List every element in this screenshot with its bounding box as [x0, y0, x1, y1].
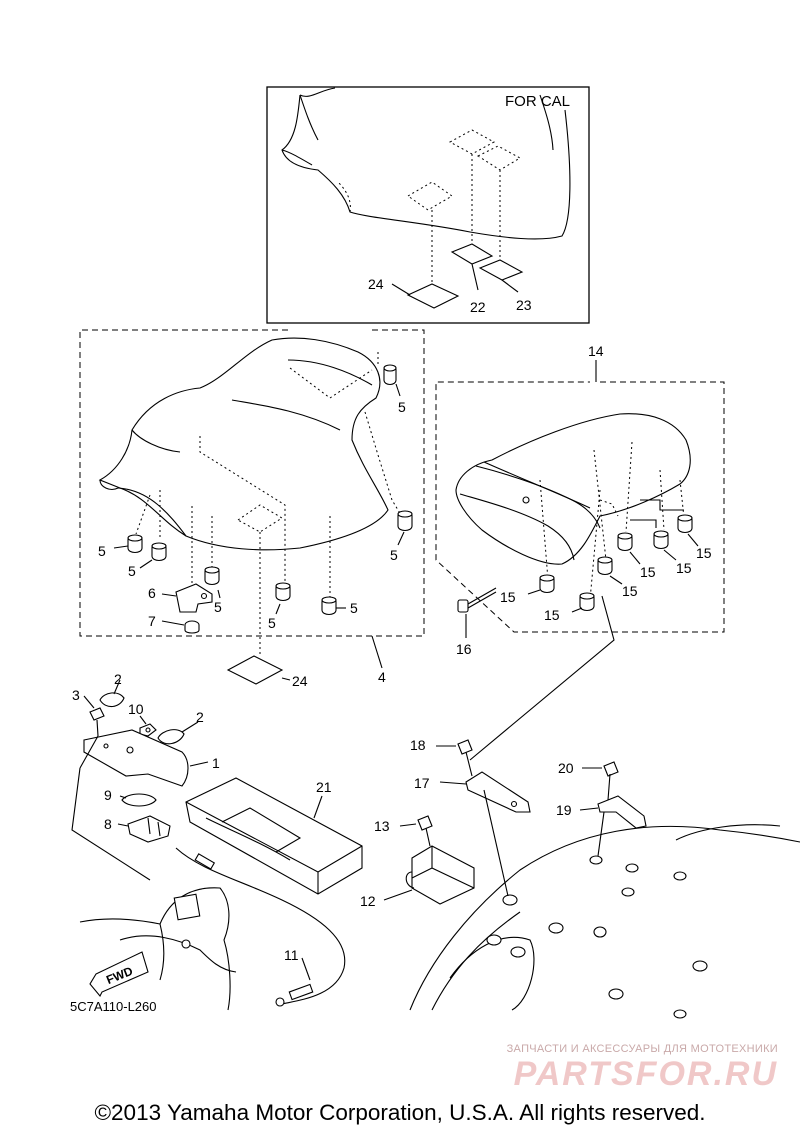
- bolt-20: [603, 761, 619, 801]
- callout-5-mid: 5: [214, 599, 222, 615]
- cable-end-11: [275, 983, 314, 1007]
- label-sticker-23: [478, 259, 524, 281]
- callout-2-left: 2: [114, 671, 122, 687]
- callout-15-d: 15: [622, 583, 638, 599]
- callout-5-bottom-right: 5: [350, 600, 358, 616]
- bracket-17: [465, 771, 531, 813]
- grommet-15-f: [579, 592, 595, 612]
- bracket-12: [405, 845, 475, 905]
- tool-bag-21: 21: [185, 777, 363, 895]
- watermark-tagline: ЗАПЧАСТИ И АКСЕССУАРЫ ДЛЯ МОТОТЕХНИКИ: [506, 1043, 778, 1055]
- grommet-5-bottom-right: [321, 596, 337, 616]
- callout-5-center: 5: [268, 615, 276, 631]
- frame-sketch-left: [79, 887, 237, 1011]
- callout-5-right: 5: [390, 547, 398, 563]
- plate-9: [121, 793, 157, 807]
- callout-24: 24: [292, 673, 308, 689]
- callout-2-right: 2: [196, 709, 204, 725]
- callout-1: 1: [212, 755, 220, 771]
- callout-3: 3: [72, 687, 80, 703]
- inset-title: FOR CAL: [505, 93, 570, 110]
- bracket-19: [597, 795, 647, 829]
- label-sticker-24: [226, 655, 284, 685]
- callout-22: 22: [470, 299, 486, 315]
- watermark: ЗАПЧАСТИ И АКСЕССУАРЫ ДЛЯ МОТОТЕХНИКИ PA…: [418, 1043, 778, 1093]
- callout-24-inset: 24: [368, 276, 384, 292]
- grommet-5-left-a: [127, 534, 143, 554]
- callout-18: 18: [410, 737, 426, 753]
- grommet-15-e: [539, 574, 555, 594]
- callout-15-e: 15: [500, 589, 516, 605]
- callout-4: 4: [378, 669, 386, 685]
- watermark-logo: PARTSFOR.RU: [513, 1055, 778, 1093]
- grommet-5-center: [275, 582, 291, 602]
- fwd-arrow: FWD: [89, 951, 149, 997]
- rear-fender: [409, 824, 800, 1019]
- bolt-3: [89, 707, 105, 737]
- leader-lock-to-frame: [71, 767, 151, 881]
- callout-16: 16: [456, 641, 472, 657]
- rider-seat-assembly: 4: [79, 329, 425, 689]
- callout-14: 14: [588, 343, 604, 359]
- grommet-15-a: [677, 514, 693, 534]
- washer-2-right: [157, 729, 185, 745]
- grommet-5-mid: [204, 566, 220, 586]
- nut-7: [184, 620, 200, 634]
- washer-2-left: [99, 692, 125, 708]
- callout-13: 13: [374, 818, 390, 834]
- passenger-seat-assembly: 14: [435, 343, 725, 657]
- callout-5-top-right: 5: [398, 399, 406, 415]
- nut-10: [139, 723, 157, 737]
- bracket-6: [175, 583, 213, 613]
- callout-15-b: 15: [676, 560, 692, 576]
- leader-passenger-seat: [469, 595, 615, 761]
- bolt-16: [457, 587, 497, 613]
- callout-8: 8: [104, 816, 112, 832]
- for-cal-inset: FOR CAL 24 22 23: [266, 86, 590, 324]
- bolt-18: [457, 739, 473, 777]
- grommet-5-top-right: [383, 364, 397, 386]
- grommet-5-left-b: [151, 542, 167, 562]
- seat-lock-assembly: 2 2 3 10 1 9 8 11: [72, 671, 346, 1007]
- label-sticker-24-inset: [406, 283, 460, 309]
- callout-10: 10: [128, 701, 144, 717]
- callout-17: 17: [414, 775, 430, 791]
- grommet-15-d: [597, 556, 613, 576]
- copyright-notice: ©2013 Yamaha Motor Corporation, U.S.A. A…: [94, 1100, 706, 1125]
- callout-11: 11: [284, 947, 299, 963]
- callout-15-c: 15: [640, 564, 656, 580]
- callout-5-left-b: 5: [128, 563, 136, 579]
- callout-15-f: 15: [544, 607, 560, 623]
- callout-6: 6: [148, 585, 156, 601]
- bolt-13: [417, 815, 433, 847]
- callout-23: 23: [516, 297, 532, 313]
- grommet-15-b: [653, 530, 669, 550]
- seat-lock-8: [127, 815, 171, 843]
- callout-20: 20: [558, 760, 574, 776]
- callout-19: 19: [556, 802, 572, 818]
- diagram-code: 5C7A110-L260: [70, 999, 157, 1014]
- callout-15-a: 15: [696, 545, 712, 561]
- grommet-15-c: [617, 532, 633, 552]
- callout-9: 9: [104, 787, 112, 803]
- callout-7: 7: [148, 613, 156, 629]
- label-sticker-22: [450, 243, 494, 265]
- callout-21: 21: [316, 779, 332, 795]
- callout-5-left-a: 5: [98, 543, 106, 559]
- seat-lock-plate-1: [83, 729, 189, 787]
- grommet-5-right: [397, 510, 413, 532]
- callout-12: 12: [360, 893, 376, 909]
